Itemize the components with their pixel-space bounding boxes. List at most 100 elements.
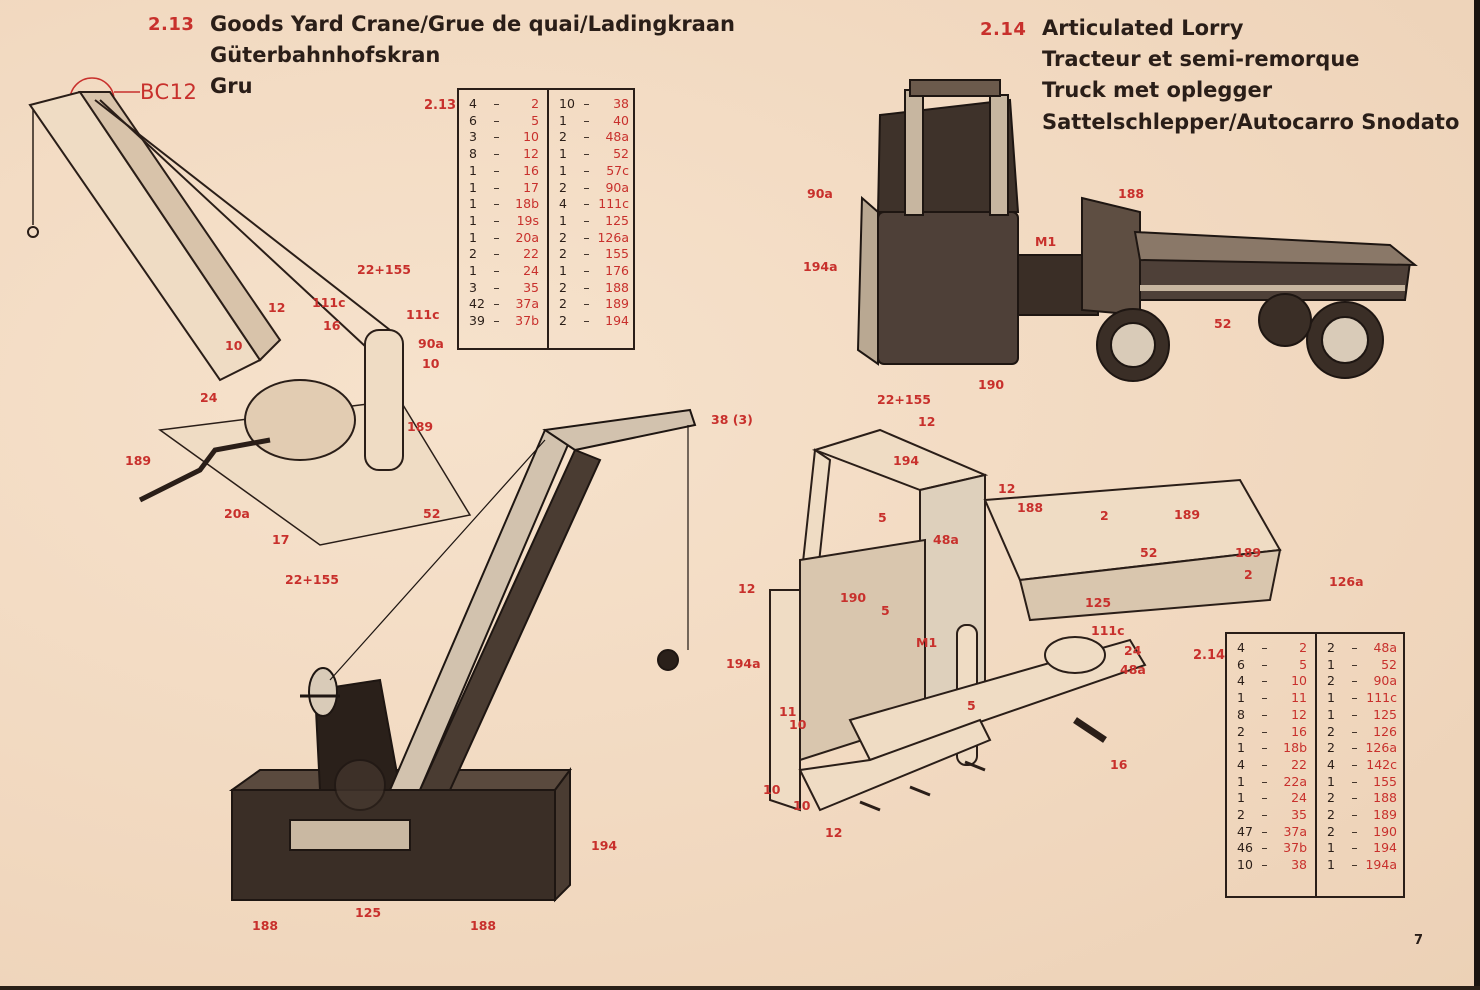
parts-row: 6–5 xyxy=(469,113,539,130)
callout: 188 xyxy=(1118,186,1145,201)
callout: 190 xyxy=(840,590,867,605)
part-number: 194 xyxy=(605,313,630,329)
part-number: 24 xyxy=(1291,790,1308,806)
dash: – xyxy=(1261,640,1268,655)
dash: – xyxy=(493,146,500,162)
dash: – xyxy=(583,296,590,312)
part-quantity: 4 xyxy=(469,96,477,111)
callout: 194a xyxy=(803,259,838,274)
part-quantity: 10 xyxy=(559,96,575,111)
part-number: 38 xyxy=(613,96,630,111)
callout: 188 xyxy=(470,918,497,933)
callout: 12 xyxy=(918,414,936,429)
part-quantity: 4 xyxy=(1237,673,1245,689)
part-quantity: 4 xyxy=(1327,756,1335,772)
callout: 189 xyxy=(1174,507,1201,522)
dash: – xyxy=(493,179,500,195)
part-number: 37a xyxy=(515,296,540,312)
dash: – xyxy=(1261,773,1268,789)
dash: – xyxy=(1351,773,1358,789)
part-number: 125 xyxy=(605,212,630,228)
callout: 12 xyxy=(268,300,286,315)
callout: 190 xyxy=(978,377,1005,392)
part-number: 5 xyxy=(531,112,540,128)
part-quantity: 1 xyxy=(559,263,567,279)
callout: 5 xyxy=(967,698,976,713)
dash: – xyxy=(493,196,500,212)
callout: 90a xyxy=(418,336,444,351)
part-number: 126a xyxy=(1365,740,1398,756)
crane-photo xyxy=(228,408,697,903)
part-number: 22 xyxy=(523,246,540,262)
parts-row: 1–17 xyxy=(469,180,539,197)
parts-table-label: 2.14 xyxy=(1193,648,1226,663)
dash: – xyxy=(493,263,500,279)
parts-row: 1–40 xyxy=(559,113,629,130)
parts-row: 42–37a xyxy=(469,296,539,313)
parts-row: 1–194a xyxy=(1327,857,1397,874)
callout: 10 xyxy=(422,356,440,371)
part-number: 189 xyxy=(1373,807,1398,823)
lorry-exploded-drawing xyxy=(769,428,1282,812)
part-quantity: 2 xyxy=(1327,807,1335,823)
callout: 126a xyxy=(1329,574,1364,589)
dash: – xyxy=(493,129,500,145)
dash: – xyxy=(583,313,590,329)
parts-row: 2–190 xyxy=(1327,824,1397,841)
callout: M1 xyxy=(1035,234,1057,249)
parts-row: 1–52 xyxy=(559,146,629,163)
part-quantity: 2 xyxy=(469,246,477,262)
dash: – xyxy=(583,162,590,178)
part-quantity: 2 xyxy=(559,229,567,245)
part-number: 194a xyxy=(1365,857,1398,873)
parts-row: 8–12 xyxy=(469,146,539,163)
dash: – xyxy=(1351,640,1358,655)
callout: 5 xyxy=(878,510,887,525)
parts-row: 1–125 xyxy=(1327,707,1397,724)
callout: 24 xyxy=(200,390,218,405)
model-title-it: Gru xyxy=(210,74,253,98)
parts-row: 4–10 xyxy=(1237,673,1307,690)
part-quantity: 1 xyxy=(1327,773,1335,789)
dash: – xyxy=(1351,723,1358,739)
part-quantity: 1 xyxy=(469,162,477,178)
dash: – xyxy=(1351,673,1358,689)
part-quantity: 2 xyxy=(559,313,567,329)
callout: M1 xyxy=(916,635,938,650)
parts-row: 2–48a xyxy=(559,129,629,146)
part-number: 48a xyxy=(1373,640,1398,655)
part-quantity: 8 xyxy=(1237,706,1245,722)
model-title-en: Goods Yard Crane/Grue de quai/Ladingkraa… xyxy=(210,12,735,36)
dash: – xyxy=(1351,656,1358,672)
dash: – xyxy=(493,296,500,312)
part-quantity: 1 xyxy=(469,263,477,279)
part-number: 155 xyxy=(1373,773,1398,789)
parts-row: 1–22a xyxy=(1237,774,1307,791)
parts-row: 2–126a xyxy=(1327,740,1397,757)
dash: – xyxy=(583,229,590,245)
part-number: 176 xyxy=(605,263,630,279)
part-number: 38 xyxy=(1291,857,1308,873)
dash: – xyxy=(493,162,500,178)
dash: – xyxy=(583,246,590,262)
parts-row: 3–10 xyxy=(469,129,539,146)
part-number: 125 xyxy=(1373,706,1398,722)
model-title-de: Güterbahnhofskran xyxy=(210,43,441,67)
part-number: 35 xyxy=(523,279,540,295)
parts-row: 1–176 xyxy=(559,263,629,280)
callout: 194a xyxy=(726,656,761,671)
parts-table-label: 2.13 xyxy=(424,98,457,113)
parts-row: 2–188 xyxy=(1327,790,1397,807)
part-quantity: 2 xyxy=(559,296,567,312)
dash: – xyxy=(1261,790,1268,806)
part-quantity: 8 xyxy=(469,146,477,162)
part-quantity: 1 xyxy=(559,146,567,162)
part-quantity: 2 xyxy=(1327,740,1335,756)
part-number: 10 xyxy=(1291,673,1308,689)
callout: 189 xyxy=(125,453,152,468)
parts-row: 1–18b xyxy=(1237,740,1307,757)
